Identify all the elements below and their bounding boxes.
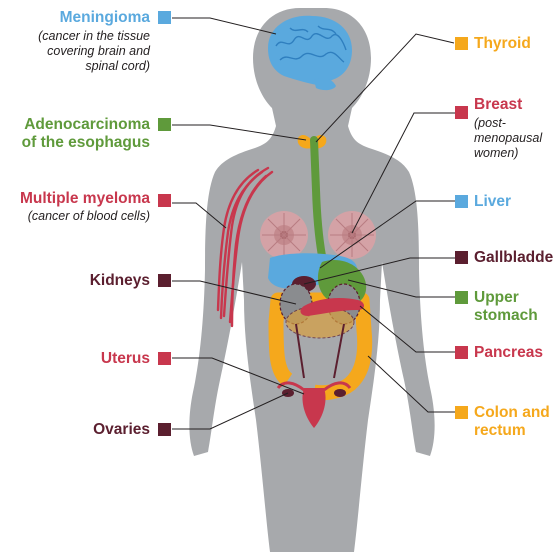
thyroid-marker: [455, 37, 468, 50]
gallbladder-marker: [455, 251, 468, 264]
meningioma-label: Meningioma: [59, 9, 150, 26]
pancreas-label: Pancreas: [474, 344, 543, 361]
breast-desc-3: women): [474, 146, 519, 160]
colon-label-2: rectum: [474, 422, 526, 439]
liver-label: Liver: [474, 193, 512, 210]
breast-right: [328, 211, 376, 259]
pancreas-marker: [455, 346, 468, 359]
uterus-label: Uterus: [100, 350, 150, 367]
uterus: [276, 381, 352, 428]
breast-label: Breast: [474, 96, 523, 113]
kidneys-marker: [158, 274, 171, 287]
gallbladder-label: Gallbladder: [474, 249, 554, 266]
ovaries-label: Ovaries: [93, 421, 150, 438]
ovary-right: [334, 389, 346, 397]
leader-lines: [172, 17, 455, 430]
myeloma-label: Multiple myeloma: [19, 190, 150, 207]
ovaries-marker: [158, 423, 171, 436]
myeloma-desc: (cancer of blood cells): [27, 209, 150, 223]
colon-marker: [455, 406, 468, 419]
liver-marker: [455, 195, 468, 208]
myeloma-marker: [158, 194, 171, 207]
ureters: [295, 323, 345, 379]
stomach-marker: [455, 291, 468, 304]
colon-label-1: Colon and: [474, 404, 550, 421]
blood-vessels-arm: [216, 166, 274, 328]
brain: [268, 15, 352, 91]
stomach-label-1: Upper: [474, 289, 519, 306]
stomach-label-2: stomach: [474, 307, 538, 324]
adenocarcinoma-label-2: of the esophagus: [21, 134, 150, 151]
uterus-marker: [158, 352, 171, 365]
meningioma-marker: [158, 11, 171, 24]
meningioma-desc-3: spinal cord): [85, 59, 150, 73]
breast-desc-1: (post-: [474, 116, 506, 130]
adenocarcinoma-marker: [158, 118, 171, 131]
breast-marker: [455, 106, 468, 119]
thyroid-label: Thyroid: [474, 35, 531, 52]
adenocarcinoma-label-1: Adenocarcinoma: [24, 116, 150, 133]
kidneys-label: Kidneys: [89, 272, 150, 289]
pancreas: [300, 298, 364, 316]
meningioma-desc-2: covering brain and: [47, 44, 150, 58]
breast-desc-2: menopausal: [474, 131, 543, 145]
breast-left: [260, 211, 308, 259]
meningioma-desc-1: (cancer in the tissue: [38, 29, 150, 43]
